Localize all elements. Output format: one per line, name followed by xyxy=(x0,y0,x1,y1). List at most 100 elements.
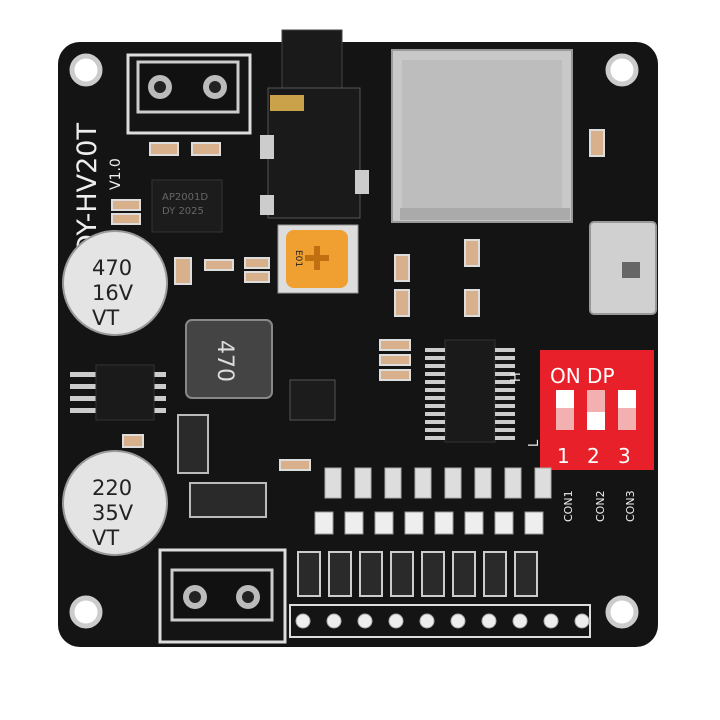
ic-pin xyxy=(495,372,515,376)
power-terminal-top xyxy=(126,53,252,135)
con2-label: CON2 xyxy=(594,490,607,522)
capacitor-220uf: 220 35V VT xyxy=(62,450,168,556)
ic-pin xyxy=(425,348,445,352)
board-version-label: V1.0 xyxy=(108,158,124,190)
ic-pin xyxy=(425,396,445,400)
trigger-diode xyxy=(328,551,352,597)
smd-resistor xyxy=(384,467,402,499)
header-pin[interactable] xyxy=(419,613,435,629)
dip-toggle-2[interactable] xyxy=(587,412,605,430)
amp-chip-date: DY 2025 xyxy=(162,206,204,217)
con1-label: CON1 xyxy=(562,490,575,522)
svg-text:470: 470 xyxy=(92,256,132,280)
micro-usb-port[interactable] xyxy=(589,221,657,315)
dip-number-2: 2 xyxy=(587,444,600,468)
header-pin[interactable] xyxy=(574,613,590,629)
con3-label: CON3 xyxy=(624,490,637,522)
svg-text:E01: E01 xyxy=(293,250,303,267)
ic-pin xyxy=(425,436,445,440)
ic-pin xyxy=(425,404,445,408)
mp3-decoder-chip xyxy=(425,339,515,443)
smd-pad xyxy=(524,511,544,535)
header-pin[interactable] xyxy=(295,613,311,629)
trigger-diode xyxy=(514,551,538,597)
smd-resistor xyxy=(324,467,342,499)
smd-pad xyxy=(314,511,334,535)
smd-resistor xyxy=(354,467,372,499)
smd-resistor xyxy=(534,467,552,499)
trigger-diode xyxy=(452,551,476,597)
header-pin[interactable] xyxy=(512,613,528,629)
smd-resistors xyxy=(111,129,605,471)
smd-pad xyxy=(434,511,454,535)
regulator-chip xyxy=(70,364,166,421)
trigger-diode xyxy=(359,551,383,597)
inductor: 470 xyxy=(185,319,273,399)
ic-pin xyxy=(425,420,445,424)
ic-pin xyxy=(425,388,445,392)
ic-pin xyxy=(425,364,445,368)
svg-text:VT: VT xyxy=(92,526,119,550)
ic-pin xyxy=(495,404,515,408)
ic-pin xyxy=(495,420,515,424)
switch-low-label: L xyxy=(527,439,542,447)
trigger-diode xyxy=(390,551,414,597)
ic-pin xyxy=(425,428,445,432)
speaker-terminal-bottom xyxy=(158,548,287,644)
smd-pad xyxy=(494,511,514,535)
dip-toggle-3[interactable] xyxy=(618,390,636,408)
dip-number-1: 1 xyxy=(557,444,570,468)
smd-resistor xyxy=(474,467,492,499)
ic-pin xyxy=(495,436,515,440)
ic-pin xyxy=(425,412,445,416)
dip-toggle-1[interactable] xyxy=(556,390,574,408)
trigger-resistor-array xyxy=(297,467,552,597)
svg-text:470: 470 xyxy=(212,340,237,382)
ic-pin xyxy=(425,372,445,376)
capacitor-470uf: 470 16V VT xyxy=(62,230,168,336)
ic-pin xyxy=(495,388,515,392)
trigger-diode xyxy=(421,551,445,597)
sd-card-slot[interactable] xyxy=(391,49,573,223)
pin-header[interactable] xyxy=(295,613,590,629)
smd-resistor xyxy=(444,467,462,499)
dip-switch[interactable]: ON DP 1 2 3 xyxy=(540,350,654,470)
smd-resistor xyxy=(414,467,432,499)
ic-pin xyxy=(495,396,515,400)
ic-pin xyxy=(425,356,445,360)
header-pin[interactable] xyxy=(481,613,497,629)
ic-pin xyxy=(495,364,515,368)
mounting-holes xyxy=(69,53,639,629)
amplifier-chip: AP2001D DY 2025 xyxy=(151,179,223,233)
switch-high-label: H xyxy=(509,372,524,382)
dip-number-3: 3 xyxy=(618,444,631,468)
header-pin[interactable] xyxy=(326,613,342,629)
pin-header-outline xyxy=(289,604,591,638)
smd-pad xyxy=(404,511,424,535)
header-pin[interactable] xyxy=(450,613,466,629)
svg-text:35V: 35V xyxy=(92,501,134,525)
diodes xyxy=(177,379,336,518)
smd-pad xyxy=(374,511,394,535)
ic-pin xyxy=(495,348,515,352)
dip-switch-title: ON DP xyxy=(550,364,615,388)
svg-text:220: 220 xyxy=(92,476,132,500)
trigger-diode xyxy=(483,551,507,597)
amp-chip-label: AP2001D xyxy=(162,192,208,203)
ic-pin xyxy=(495,380,515,384)
volume-potentiometer[interactable]: E01 xyxy=(277,224,359,294)
header-pin[interactable] xyxy=(388,613,404,629)
audio-jack xyxy=(260,29,369,219)
ic-pin xyxy=(495,412,515,416)
smd-pad xyxy=(464,511,484,535)
ic-pin xyxy=(495,428,515,432)
header-pin[interactable] xyxy=(543,613,559,629)
smd-pad xyxy=(344,511,364,535)
svg-text:16V: 16V xyxy=(92,281,134,305)
ic-pin xyxy=(425,380,445,384)
header-pin[interactable] xyxy=(357,613,373,629)
smd-resistor xyxy=(504,467,522,499)
trigger-diode xyxy=(297,551,321,597)
